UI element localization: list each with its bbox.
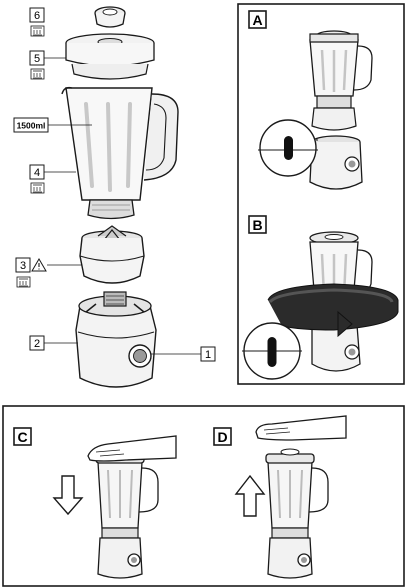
- capacity-label: 1500ml: [17, 121, 46, 131]
- rotate-arrow-icon: [267, 283, 399, 338]
- warning-triangle-icon: [31, 258, 47, 272]
- down-arrow-icon: [52, 475, 84, 516]
- control-knob: [128, 344, 152, 368]
- dishwasher-safe-icon: [30, 68, 45, 80]
- dishwasher-safe-icon: [30, 25, 45, 37]
- up-arrow-icon: [234, 474, 266, 517]
- hand-icon: [255, 415, 347, 441]
- panel-d: D: [213, 415, 347, 579]
- lid-cap-part: [94, 6, 126, 28]
- panel-b-letter: B: [252, 217, 262, 233]
- motor-base-part: [75, 291, 157, 388]
- panel-b: B: [242, 215, 399, 380]
- jar-part: [61, 86, 179, 220]
- callout-6: 6: [34, 10, 40, 22]
- dishwasher-safe-icon: [30, 182, 45, 194]
- callout-2: 2: [34, 338, 40, 350]
- exploded-view: 6 5 1500ml 4: [13, 6, 216, 388]
- callout-5: 5: [34, 53, 40, 65]
- panel-ab-frame: [237, 3, 405, 385]
- callout-6-box: [29, 7, 45, 23]
- callout-4: 4: [34, 167, 40, 179]
- panel-cd-frame: [2, 405, 405, 587]
- panel-c: C: [13, 427, 177, 579]
- blender-small: [265, 448, 329, 579]
- lock-indicator-a: [258, 119, 318, 177]
- callout-3: 3: [20, 260, 26, 272]
- callout-1: 1: [205, 349, 211, 361]
- panel-c-letter: C: [17, 429, 27, 445]
- lock-indicator-b: [242, 322, 302, 380]
- dishwasher-safe-icon: [16, 276, 31, 288]
- blender-small: [95, 448, 159, 579]
- panel-a: A: [248, 10, 373, 190]
- panel-a-letter: A: [252, 12, 262, 28]
- panel-d-letter: D: [217, 429, 227, 445]
- blade-unit-part: [79, 225, 145, 284]
- callout-3-box: [15, 257, 31, 273]
- lid-part: [65, 33, 155, 80]
- hand-icon: [87, 435, 177, 462]
